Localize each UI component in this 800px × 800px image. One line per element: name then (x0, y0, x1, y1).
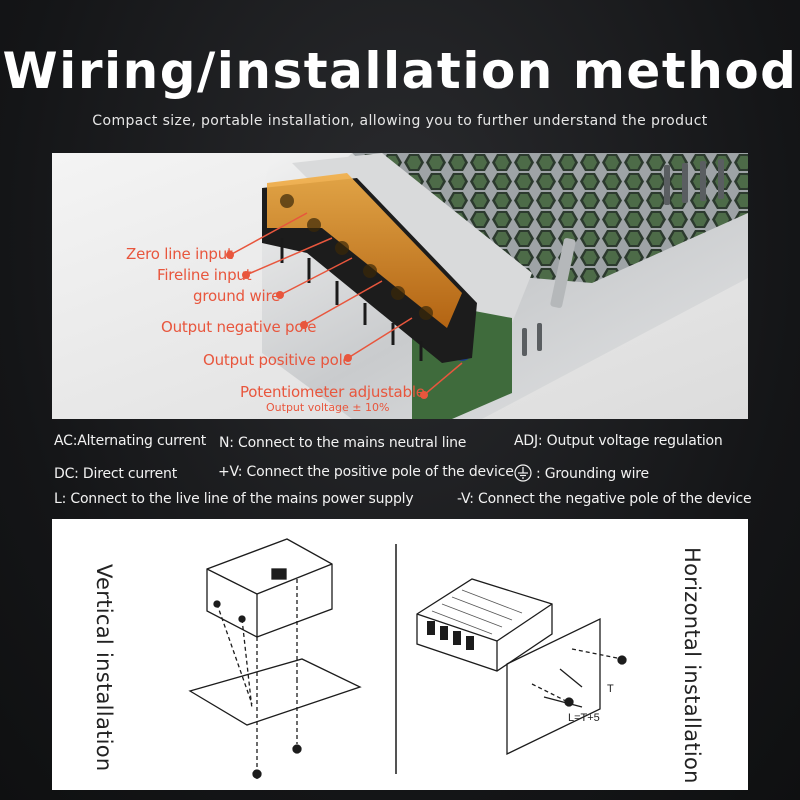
installation-drawing (188, 538, 627, 779)
legend-v-minus: -V: Connect the negative pole of the dev… (457, 491, 752, 507)
legend-ground: : Grounding wire (514, 464, 649, 482)
legend-dc: DC: Direct current (54, 466, 177, 482)
page-subtitle: Compact size, portable installation, all… (92, 113, 708, 129)
vertical-installation-label: Vertical installation (92, 564, 116, 772)
legend-ground-text: : Grounding wire (536, 466, 649, 482)
legend-ac: AC:Alternating current (54, 433, 207, 449)
page-title: Wiring/installation method (2, 42, 798, 100)
power-supply-photo: Zero line input Fireline input ground wi… (52, 153, 748, 419)
dimension-t: T (607, 683, 614, 695)
label-potentiometer: Potentiometer adjustable (240, 383, 425, 401)
legend-adj: ADJ: Output voltage regulation (514, 433, 723, 449)
ground-icon (514, 464, 532, 482)
label-potentiometer-note: Output voltage ± 10% (266, 401, 390, 414)
power-supply-illustration (52, 153, 748, 419)
legend-v-plus: +V: Connect the positive pole of the dev… (218, 464, 514, 480)
legend-n: N: Connect to the mains neutral line (219, 435, 467, 451)
legend-l: L: Connect to the live line of the mains… (54, 491, 414, 507)
dimension-l: L=T+5 (568, 712, 600, 724)
label-zero-line: Zero line input (126, 245, 233, 263)
label-ground-wire: ground wire (193, 287, 281, 305)
horizontal-installation-label: Horizontal installation (680, 547, 704, 784)
label-output-positive: Output positive pole (203, 351, 352, 369)
label-output-negative: Output negative pole (161, 318, 317, 336)
installation-diagram: Vertical installation Horizontal install… (52, 519, 748, 790)
label-fire-line: Fireline input (157, 266, 252, 284)
